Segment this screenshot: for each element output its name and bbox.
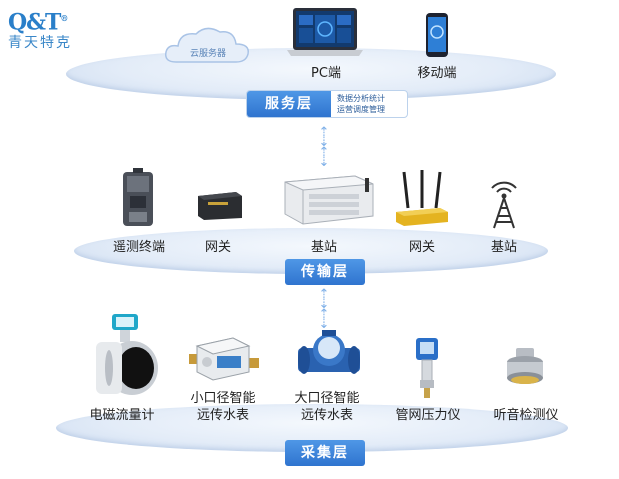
service-layer-title: 服务层 (247, 91, 331, 117)
gateway-label-1: 网关 (204, 240, 231, 255)
base-station-label-1: 基站 (310, 240, 337, 255)
logo-company-name: 青天特克 (8, 35, 72, 52)
mobile-phone-icon (426, 13, 448, 57)
telemetry-terminal-label: 遥测终端 (112, 240, 165, 255)
router-gateway-icon (396, 170, 448, 226)
gateway-label-2: 网关 (408, 240, 435, 255)
small-water-meter-icon (189, 337, 259, 381)
base-station-label-2: 基站 (490, 240, 517, 255)
flowmeter-label: 电磁流量计 (89, 408, 155, 423)
data-flow-arrows-lower: ⇡⇣⇡⇣ (318, 287, 330, 332)
base-station-unit-icon (284, 175, 374, 225)
logo: Q&T® 青天特克 (8, 6, 88, 52)
cloud-server-label: 云服务器 (189, 49, 226, 59)
telemetry-terminal-icon (123, 168, 153, 226)
collection-layer-title: 采集层 (285, 440, 365, 466)
small-meter-label: 小口径智能 远传水表 (190, 391, 256, 423)
pc-laptop-icon (287, 8, 363, 56)
listening-detector-icon (507, 348, 543, 384)
cloud-server-icon (164, 27, 249, 63)
transport-layer-title: 传输层 (285, 259, 365, 285)
listening-detector-label: 听音检测仪 (493, 408, 559, 423)
pc-label: PC端 (311, 66, 341, 81)
mobile-label: 移动端 (417, 66, 457, 81)
large-meter-label: 大口径智能 远传水表 (294, 391, 360, 423)
electromagnetic-flowmeter-icon (96, 314, 158, 395)
cell-tower-icon (491, 181, 517, 229)
gateway-box-icon (198, 192, 242, 220)
data-flow-arrows-upper: ⇡⇣⇡⇣ (318, 125, 330, 170)
service-layer-box: 服务层 数据分析统计 运营调度管理 (246, 90, 408, 118)
pressure-gauge-icon (416, 338, 438, 398)
logo-mark: Q&T® (8, 9, 68, 36)
pressure-gauge-label: 管网压力仪 (395, 408, 461, 423)
large-water-meter-icon (298, 330, 360, 374)
service-layer-desc: 数据分析统计 运营调度管理 (337, 94, 385, 114)
